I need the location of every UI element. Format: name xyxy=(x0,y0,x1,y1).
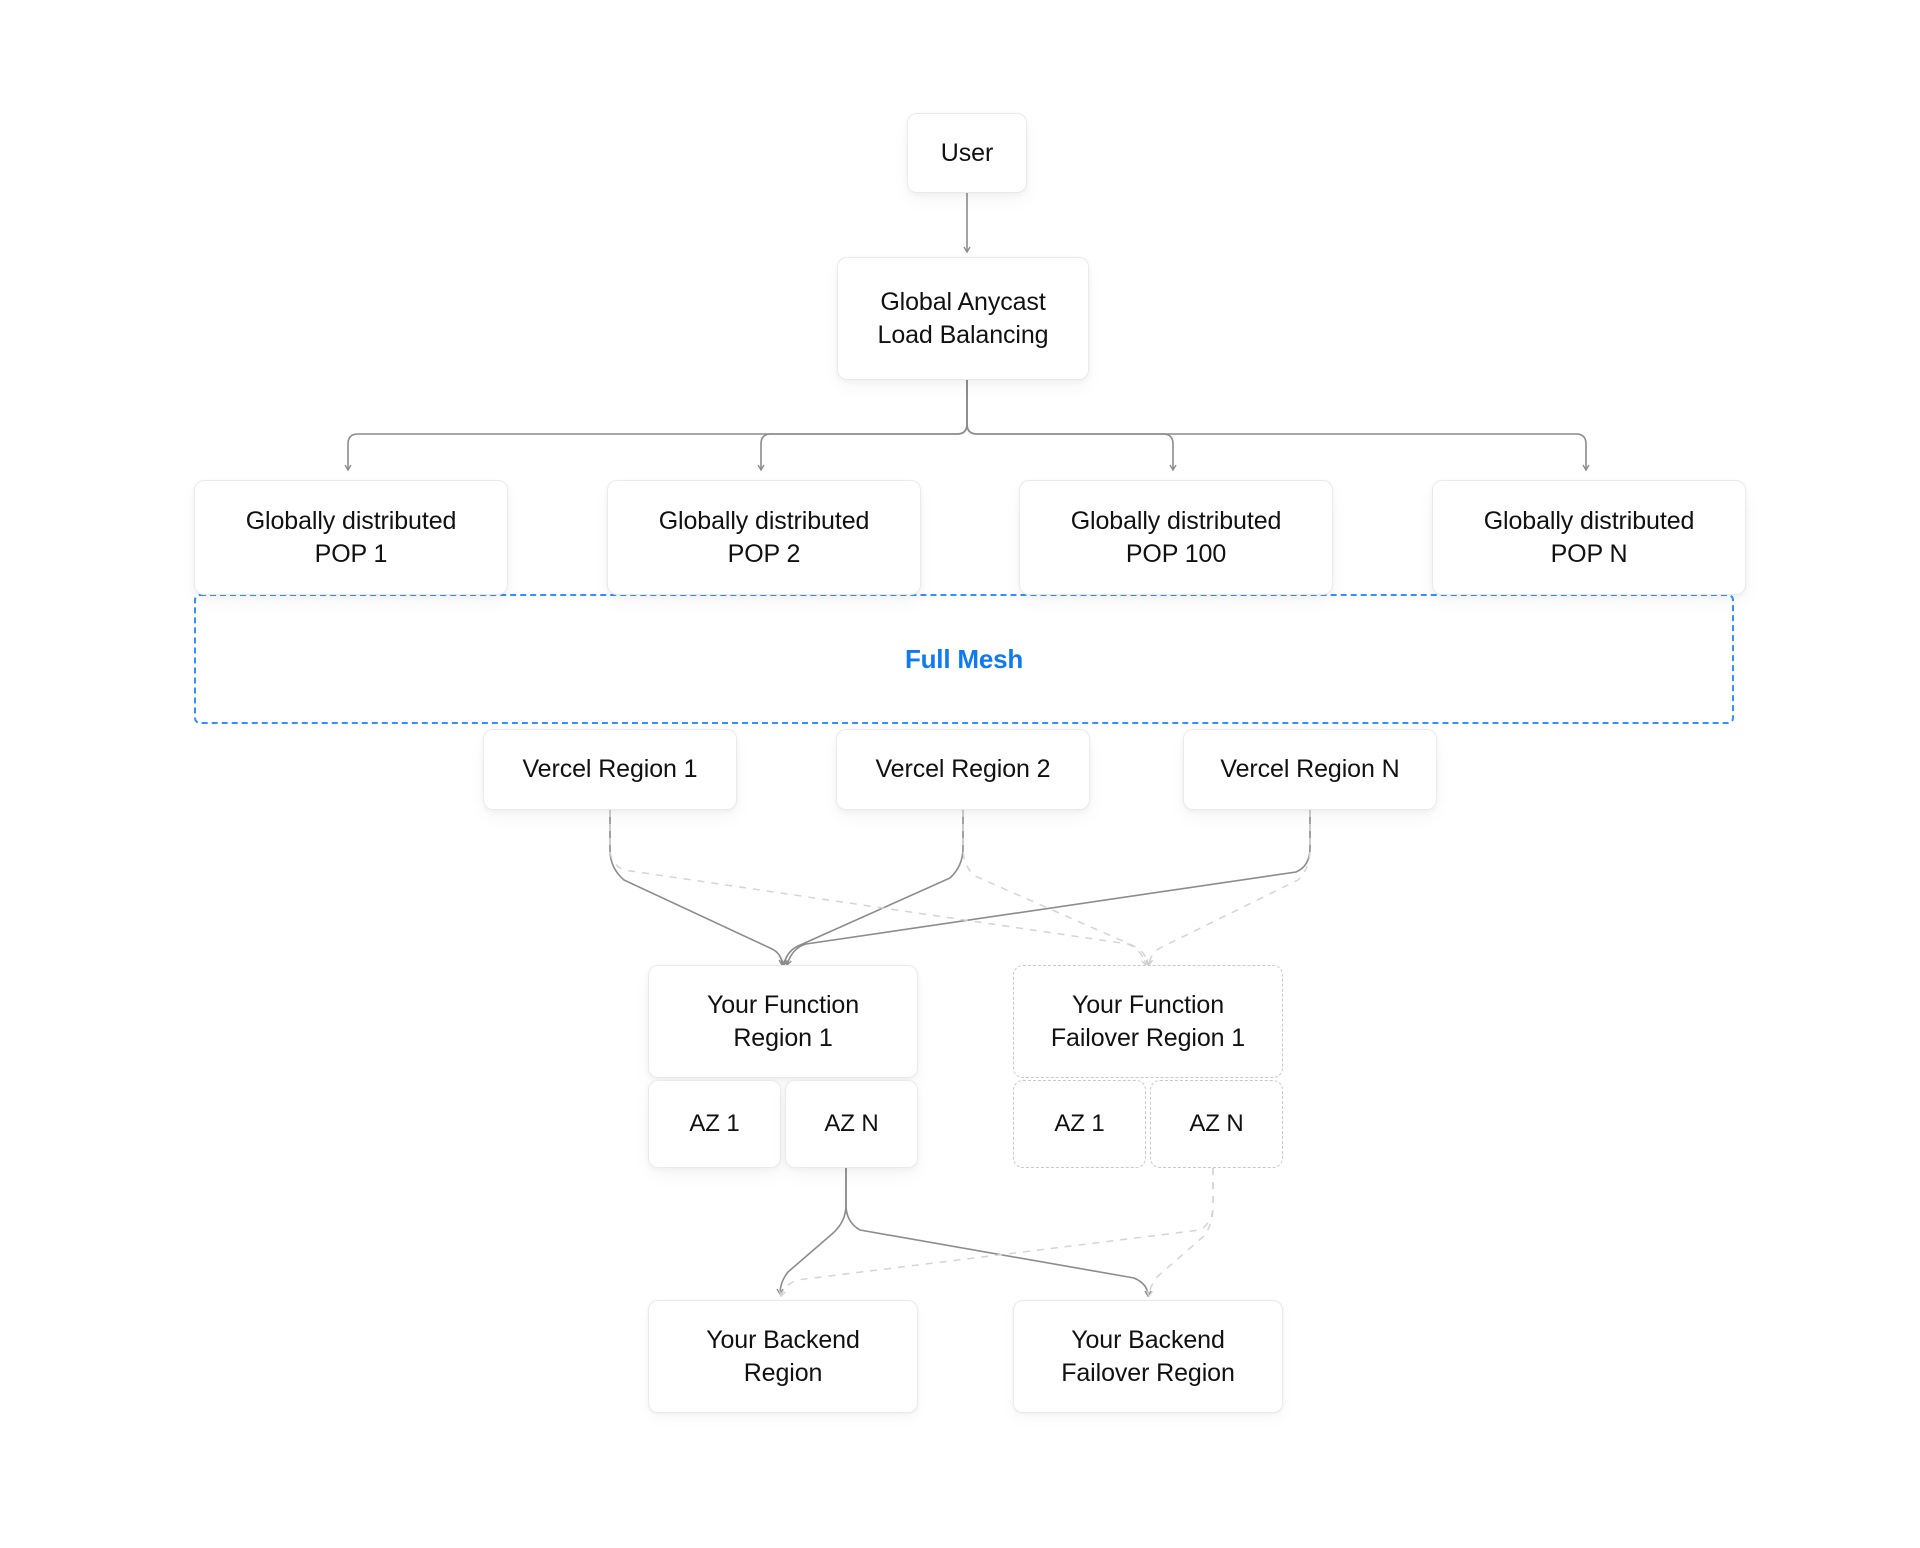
az-1-label: AZ 1 xyxy=(689,1110,740,1138)
node-pop-2[interactable]: Globally distributed POP 2 xyxy=(607,480,921,595)
node-function-failover-region-1-az-n[interactable]: AZ N xyxy=(1150,1080,1283,1168)
node-function-failover-region-1[interactable]: Your Function Failover Region 1 xyxy=(1013,965,1283,1078)
node-pop-2-label: Globally distributed POP 2 xyxy=(658,506,870,568)
node-function-region-1-label: Your Function Region 1 xyxy=(706,990,860,1052)
node-vercel-region-n-label: Vercel Region N xyxy=(1220,755,1400,783)
failover-az-n-label: AZ N xyxy=(1189,1110,1244,1138)
az-n-label: AZ N xyxy=(824,1110,879,1138)
node-function-failover-region-1-label: Your Function Failover Region 1 xyxy=(1050,990,1246,1052)
node-vercel-region-1-label: Vercel Region 1 xyxy=(522,755,698,783)
node-pop-n[interactable]: Globally distributed POP N xyxy=(1432,480,1746,595)
node-user[interactable]: User xyxy=(907,113,1027,193)
node-user-label: User xyxy=(940,138,994,167)
node-backend-region-label: Your Backend Region xyxy=(706,1325,860,1387)
node-pop-n-label: Globally distributed POP N xyxy=(1483,506,1695,568)
node-vercel-region-n[interactable]: Vercel Region N xyxy=(1183,729,1437,810)
node-function-failover-region-1-az-1[interactable]: AZ 1 xyxy=(1013,1080,1146,1168)
node-function-region-1-az-1[interactable]: AZ 1 xyxy=(648,1080,781,1168)
node-function-region-1-az-n[interactable]: AZ N xyxy=(785,1080,918,1168)
node-load-balancer-label: Global Anycast Load Balancing xyxy=(877,287,1049,349)
node-vercel-region-2[interactable]: Vercel Region 2 xyxy=(836,729,1090,810)
node-backend-region[interactable]: Your Backend Region xyxy=(648,1300,918,1413)
node-pop-100[interactable]: Globally distributed POP 100 xyxy=(1019,480,1333,595)
node-global-anycast-load-balancing[interactable]: Global Anycast Load Balancing xyxy=(837,257,1089,380)
node-vercel-region-2-label: Vercel Region 2 xyxy=(875,755,1051,783)
node-pop-1[interactable]: Globally distributed POP 1 xyxy=(194,480,508,595)
node-function-region-1[interactable]: Your Function Region 1 xyxy=(648,965,918,1078)
node-backend-failover-region[interactable]: Your Backend Failover Region xyxy=(1013,1300,1283,1413)
full-mesh-label: Full Mesh xyxy=(904,643,1024,674)
node-pop-100-label: Globally distributed POP 100 xyxy=(1070,506,1282,568)
full-mesh-container: Full Mesh xyxy=(194,594,1734,724)
failover-az-1-label: AZ 1 xyxy=(1054,1110,1105,1138)
node-vercel-region-1[interactable]: Vercel Region 1 xyxy=(483,729,737,810)
node-pop-1-label: Globally distributed POP 1 xyxy=(245,506,457,568)
node-backend-failover-region-label: Your Backend Failover Region xyxy=(1061,1325,1235,1387)
